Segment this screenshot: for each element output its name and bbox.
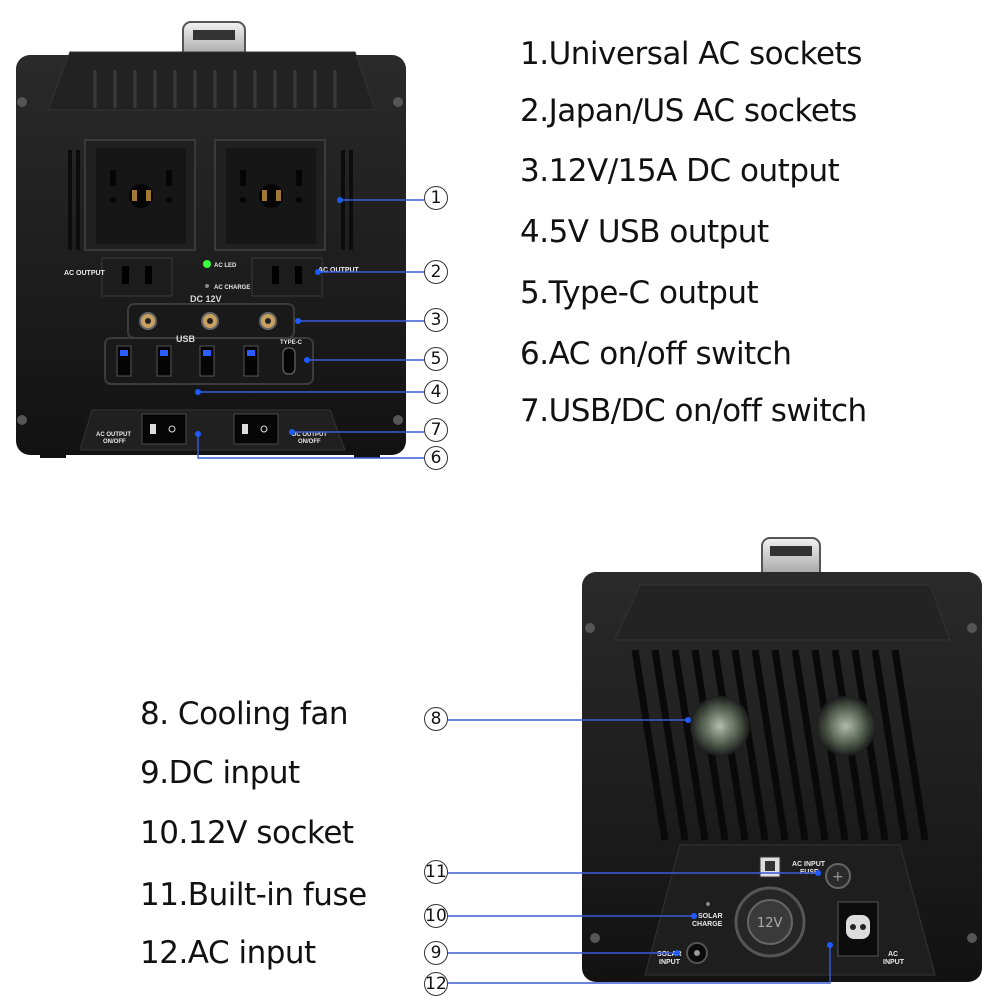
callout-5: 5 — [424, 347, 448, 371]
solar-input-label-2: INPUT — [659, 959, 681, 966]
legend-item-7: 7.USB/DC on/off switch — [520, 393, 867, 429]
type-c-label: TYPE-C — [280, 340, 303, 346]
dc-output-switch-label-1: DC OUTPUT — [292, 432, 327, 438]
legend-item-4: 4.5V USB output — [520, 214, 769, 250]
legend-item-10: 10.12V socket — [140, 815, 354, 851]
callout-11: 11 — [424, 860, 448, 884]
legend-item-8: 8. Cooling fan — [140, 696, 348, 732]
legend-item-12: 12.AC input — [140, 935, 316, 971]
ac-input-label-1: AC — [888, 951, 898, 958]
callout-10: 10 — [424, 904, 448, 928]
legend-item-6: 6.AC on/off switch — [520, 336, 792, 372]
dc-12v-label: DC 12V — [190, 294, 222, 304]
callout-4: 4 — [424, 380, 448, 404]
ac-output-label-left: AC OUTPUT — [64, 270, 106, 277]
dc-output-switch-label-2: ON/OFF — [298, 439, 321, 445]
usb-label: USB — [176, 334, 196, 344]
callout-1: 1 — [424, 186, 448, 210]
solar-input-label-1: SOLAR — [657, 951, 682, 958]
callout-6: 6 — [424, 446, 448, 470]
cooling-fan-left — [690, 696, 750, 756]
ac-led-indicator — [203, 260, 211, 268]
ac-input-fuse-label-1: AC INPUT — [792, 861, 826, 868]
legend-item-11: 11.Built-in fuse — [140, 877, 367, 913]
legend-item-2: 2.Japan/US AC sockets — [520, 93, 857, 129]
ac-output-switch-label-2: ON/OFF — [103, 439, 126, 445]
ac-output-switch-label-1: AC OUTPUT — [96, 432, 131, 438]
legend-item-9: 9.DC input — [140, 755, 300, 791]
callout-7: 7 — [424, 418, 448, 442]
callout-8: 8 — [424, 707, 448, 731]
callout-2: 2 — [424, 260, 448, 284]
socket-12v-label: 12V — [757, 916, 783, 931]
callout-12: 12 — [424, 972, 448, 996]
legend-item-3: 3.12V/15A DC output — [520, 153, 840, 189]
ac-led-label: AC LED — [214, 263, 237, 269]
solar-charge-label-1: SOLAR — [698, 913, 723, 920]
cooling-fan-right — [816, 696, 876, 756]
solar-charge-label-2: CHARGE — [692, 921, 723, 928]
ac-charge-label: AC CHARGE — [214, 285, 250, 291]
ac-input-label-2: INPUT — [883, 959, 905, 966]
callout-3: 3 — [424, 308, 448, 332]
svg-text:+: + — [832, 869, 844, 885]
callout-lines — [197, 199, 831, 984]
front-unit: AC OUTPUT AC OUTPUT AC LED AC CHARGE DC … — [16, 21, 406, 458]
ac-output-label-right: AC OUTPUT — [318, 267, 360, 274]
back-unit: + AC INPUT FUSE 12V SOLAR CHARGE SOLAR I… — [582, 537, 982, 982]
legend-item-1: 1.Universal AC sockets — [520, 36, 862, 72]
callout-dots — [195, 197, 833, 956]
callout-9: 9 — [424, 941, 448, 965]
legend-item-5: 5.Type-C output — [520, 275, 759, 311]
